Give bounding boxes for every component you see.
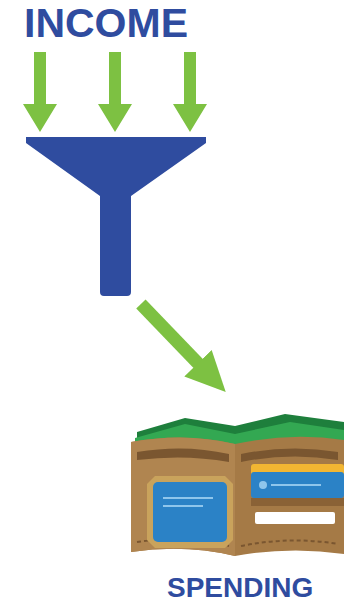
- income-heading: INCOME: [24, 0, 188, 46]
- funnel-shape: [26, 137, 206, 296]
- spending-heading: SPENDING: [167, 572, 313, 604]
- wallet-illustration: [131, 414, 344, 556]
- flow-arrow: [141, 304, 205, 370]
- income-arrows: [23, 52, 207, 132]
- funnel-node: INCOME: [20, 0, 215, 300]
- wallet-node: SPENDING: [125, 392, 344, 605]
